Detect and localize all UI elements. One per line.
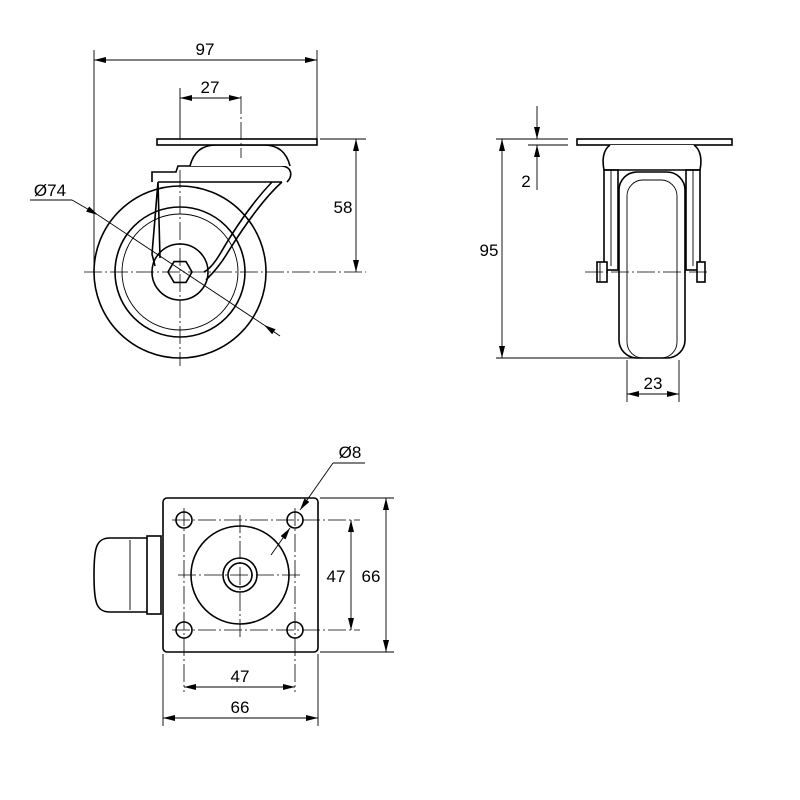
dim-label-58: 58 bbox=[334, 198, 353, 217]
side-wheel bbox=[618, 171, 686, 359]
dim-plate-thickness: 2 bbox=[521, 106, 568, 191]
top-wheel bbox=[93, 537, 148, 613]
dim-label-97: 97 bbox=[196, 40, 215, 59]
dim-overall-width: 97 bbox=[93, 40, 318, 272]
front-view: 97 27 58 Ø74 bbox=[30, 40, 366, 366]
front-top-plate bbox=[156, 138, 318, 146]
side-view: 2 95 23 bbox=[480, 106, 733, 402]
dim-axle-height: 58 bbox=[320, 138, 366, 272]
side-top-plate bbox=[576, 138, 733, 146]
dim-wheel-width: 23 bbox=[626, 360, 680, 402]
dim-label-2: 2 bbox=[521, 172, 530, 191]
dim-label-23: 23 bbox=[644, 374, 663, 393]
dim-label-dia74: Ø74 bbox=[34, 181, 66, 200]
dim-label-47-horizontal: 47 bbox=[231, 667, 250, 686]
dim-plate-height: 66 bbox=[320, 497, 394, 653]
dim-label-95: 95 bbox=[480, 241, 499, 260]
dim-label-27: 27 bbox=[201, 78, 220, 97]
dim-mount-offset: 27 bbox=[179, 78, 241, 139]
dim-overall-height: 95 bbox=[480, 138, 640, 359]
front-fork bbox=[151, 144, 292, 281]
dim-hole-spacing-vertical: 47 bbox=[327, 520, 354, 630]
dim-label-66-horizontal: 66 bbox=[231, 698, 250, 717]
dim-hole-spacing-horizontal: 47 bbox=[184, 667, 295, 690]
dim-label-dia8: Ø8 bbox=[339, 443, 362, 462]
dim-wheel-diameter: Ø74 bbox=[30, 181, 281, 337]
dim-plate-width: 66 bbox=[162, 654, 319, 726]
top-view: Ø8 47 66 47 66 bbox=[93, 443, 394, 726]
dim-label-47-vertical: 47 bbox=[327, 567, 346, 586]
dim-hole-diameter: Ø8 bbox=[270, 443, 365, 556]
dim-label-66-vertical: 66 bbox=[362, 567, 381, 586]
